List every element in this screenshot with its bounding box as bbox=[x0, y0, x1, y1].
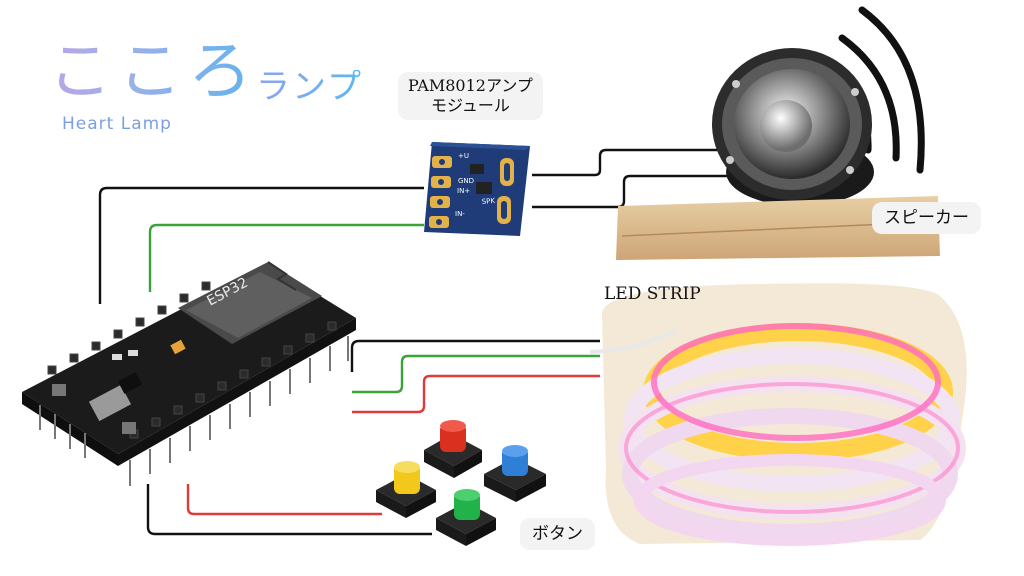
amp-pin-vplus: +U bbox=[458, 152, 469, 160]
button-green bbox=[436, 489, 496, 546]
led-strip bbox=[589, 283, 967, 546]
amp-pin-gnd: GND bbox=[458, 177, 474, 185]
amp-pin-inplus: IN+ bbox=[457, 187, 470, 195]
wire-black-board-to-amp bbox=[98, 186, 424, 304]
title-sub: ランプ bbox=[256, 67, 363, 107]
wire-red-board-to-led bbox=[352, 374, 600, 414]
led-strip-label: LED STRIP bbox=[604, 284, 701, 304]
title-english: Heart Lamp bbox=[62, 114, 172, 134]
amp-pin-spk: SPK bbox=[481, 197, 495, 206]
speaker-label: スピーカー bbox=[872, 202, 981, 234]
button-yellow bbox=[376, 461, 436, 518]
speaker bbox=[712, 6, 925, 206]
wire-black-amp-to-speaker-1 bbox=[532, 148, 724, 177]
header-pins bbox=[39, 336, 349, 486]
wire-black-board-to-button bbox=[146, 484, 432, 536]
buttons-label: ボタン bbox=[520, 518, 595, 550]
amp-module-label: PAM8012アンプ モジュール bbox=[398, 72, 543, 120]
title-main: こころ bbox=[48, 35, 258, 109]
button-blue bbox=[484, 445, 546, 502]
amp-pin-inminus: IN- bbox=[455, 210, 465, 218]
wire-green-board-to-amp bbox=[148, 223, 424, 292]
wire-black-amp-to-speaker-2 bbox=[532, 174, 728, 209]
wire-green-board-to-led bbox=[352, 354, 600, 394]
wires bbox=[98, 148, 728, 536]
amp-module: +U GND IN+ IN- SPK bbox=[424, 142, 530, 236]
button-red bbox=[424, 420, 482, 478]
amp-label-line2: モジュール bbox=[430, 96, 510, 115]
amp-label-line1: PAM8012アンプ bbox=[408, 76, 533, 95]
esp32-board: ESP32 bbox=[22, 261, 356, 486]
wire-black-board-to-led bbox=[350, 339, 600, 372]
wire-red-board-to-button bbox=[186, 484, 382, 516]
